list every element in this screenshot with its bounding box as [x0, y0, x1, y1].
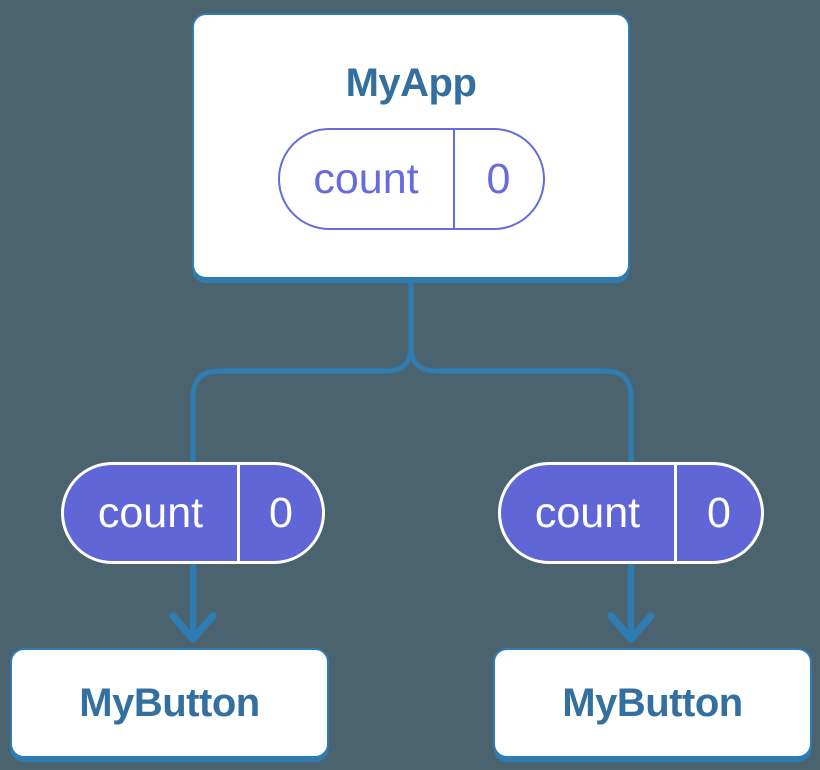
- node-mybutton-right-title: MyButton: [562, 681, 743, 725]
- prop-pill-right-value: 0: [674, 465, 761, 561]
- node-mybutton-left-title: MyButton: [79, 681, 260, 725]
- prop-pill-left-name: count: [97, 488, 204, 537]
- prop-pill-right: count 0: [498, 462, 764, 564]
- prop-pill-left: count 0: [61, 462, 325, 564]
- arrow-right-head-icon: [607, 612, 655, 643]
- prop-pill-right-name: count: [534, 488, 641, 537]
- arrow-left-head-icon: [169, 612, 217, 643]
- node-myapp-title: MyApp: [345, 61, 477, 105]
- branch-right-connector: [408, 277, 634, 471]
- prop-pill-left-value: 0: [237, 465, 322, 561]
- node-myapp: MyApp count 0: [192, 13, 630, 279]
- node-mybutton-right: MyButton: [493, 648, 812, 758]
- state-pill-myapp-name: count: [313, 154, 419, 203]
- state-pill-myapp-value: 0: [452, 130, 543, 228]
- state-pill-myapp: count 0: [277, 128, 545, 230]
- branch-left-connector: [190, 277, 414, 471]
- node-mybutton-left: MyButton: [10, 648, 329, 758]
